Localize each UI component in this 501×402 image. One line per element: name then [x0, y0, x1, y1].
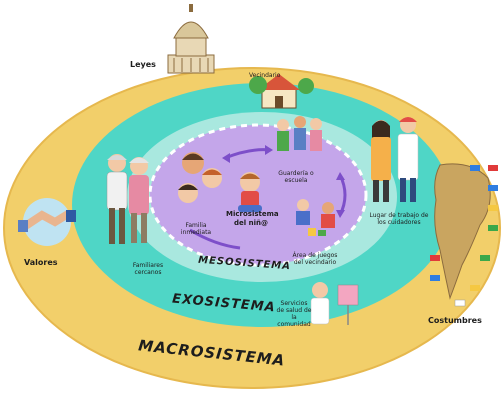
capitol-building-icon	[167, 4, 215, 74]
immediate-family-illustration	[178, 152, 222, 203]
neighborhood-label: Vecindario	[249, 72, 281, 79]
grandparents-illustration	[106, 154, 149, 244]
immediate-family-label: Familia inmediata	[180, 222, 212, 236]
laws-label: Leyes	[130, 60, 156, 69]
playground-children-illustration	[296, 199, 335, 236]
house-icon	[249, 74, 314, 109]
south-america-map-icon	[430, 163, 498, 307]
workers-illustration	[371, 117, 419, 202]
handshake-icon	[18, 198, 76, 246]
health-service-illustration	[310, 282, 359, 325]
microsystem-label: Microsistema del niñ@	[226, 210, 279, 227]
flag-icons	[430, 165, 498, 307]
caregivers-workplace-label: Lugar de trabajo de los cuidadores	[369, 212, 429, 226]
health-services-label: Servicios de salud de la comunidad	[276, 300, 312, 328]
school-label: Guardería o escuela	[278, 170, 314, 184]
child-illustration	[238, 172, 262, 212]
values-label: Valores	[24, 258, 58, 267]
playground-label: Área de juegos del vecindario	[292, 252, 338, 266]
close-relatives-label: Familiares cercanos	[132, 262, 164, 276]
school-children-illustration	[277, 116, 322, 151]
arrow-heads	[222, 145, 345, 218]
customs-label: Costumbres	[428, 316, 482, 325]
